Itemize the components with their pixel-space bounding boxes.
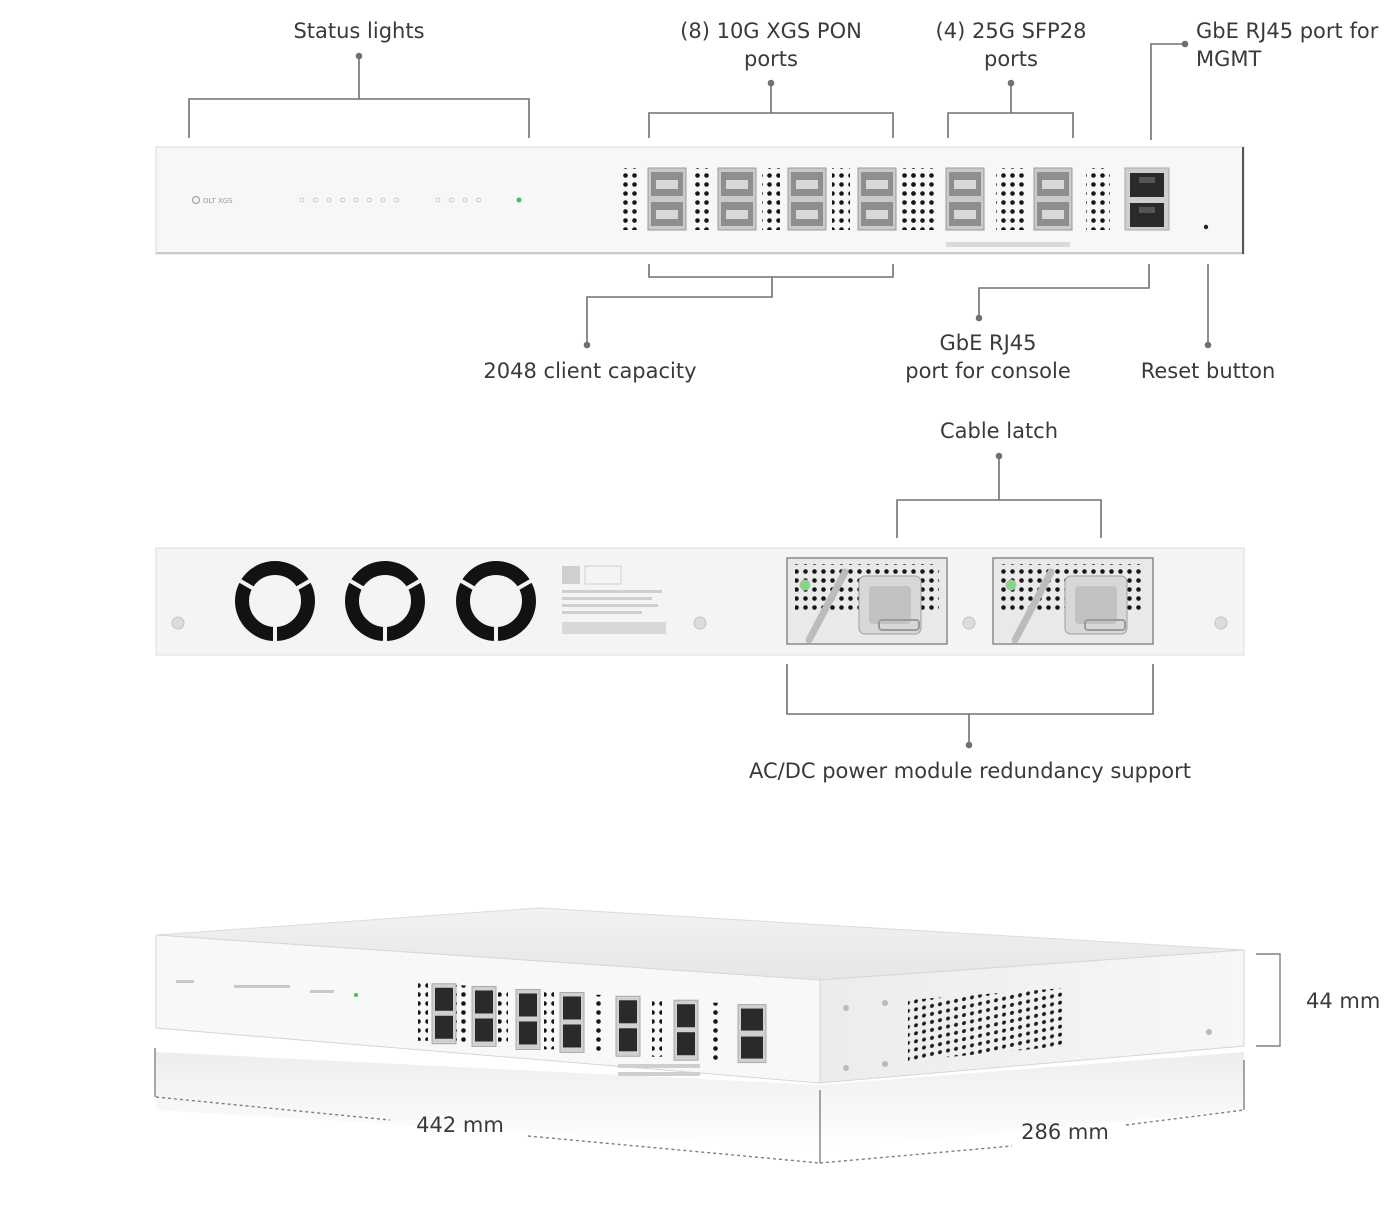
depth-dimension-label: 286 mm — [1005, 1118, 1125, 1146]
sfp28-ports-label-line1: (4) 25G SFP28 — [901, 17, 1121, 45]
sfp-cage-icon — [616, 996, 640, 1056]
sfp-cage-icon — [674, 1000, 698, 1060]
sfp-cage-icon — [516, 989, 540, 1049]
reset-button-icon — [1204, 225, 1208, 229]
sfp-cage-icon — [560, 992, 584, 1052]
vent-grille — [996, 168, 1024, 230]
console-port-label-line1: GbE RJ45 — [878, 329, 1098, 357]
console-port-icon — [1130, 203, 1164, 227]
sfp-cage-icon — [472, 986, 496, 1046]
sfp-cage-icon — [946, 168, 984, 230]
vent-grille — [456, 985, 466, 1043]
rj45-ports — [1125, 168, 1169, 230]
vent-grille — [418, 983, 428, 1041]
console-port-label: GbE RJ45 port for console — [878, 329, 1098, 385]
status-lights-label: Status lights — [259, 17, 459, 45]
reset-button-label: Reset button — [1118, 357, 1298, 385]
sfp-label-bar — [946, 242, 1070, 247]
client-capacity-label: 2048 client capacity — [460, 357, 720, 385]
sfp28-ports-label: (4) 25G SFP28 ports — [901, 17, 1121, 73]
vent-grille — [832, 168, 850, 230]
vent-grille — [1086, 168, 1110, 230]
vent-grille — [762, 168, 780, 230]
pon-ports-label: (8) 10G XGS PON ports — [641, 17, 901, 73]
rear-panel — [156, 548, 1244, 655]
system-led-icon — [517, 198, 522, 203]
screw-icon — [172, 617, 184, 629]
psu-led-icon — [1006, 580, 1016, 590]
vent-grille — [652, 999, 662, 1057]
sfp-cage-icon — [718, 168, 756, 230]
psu-led-icon — [800, 580, 810, 590]
sfp-cage-icon — [648, 168, 686, 230]
power-module-icon — [787, 558, 947, 644]
power-redundancy-label: AC/DC power module redundancy support — [740, 757, 1200, 785]
mgmt-port-label-line2: MGMT — [1196, 45, 1396, 73]
mgmt-port-label: GbE RJ45 port for MGMT — [1196, 17, 1396, 73]
sfp-cage-icon — [788, 168, 826, 230]
vent-grille — [906, 168, 934, 230]
mgmt-port-label-line1: GbE RJ45 port for — [1196, 17, 1396, 45]
pon-ports-label-line1: (8) 10G XGS PON — [641, 17, 901, 45]
sfp-cage-icon — [858, 168, 896, 230]
sfp28-ports-label-line2: ports — [901, 45, 1121, 73]
vent-grille — [622, 168, 640, 230]
width-dimension-label: 442 mm — [400, 1111, 520, 1139]
front-panel: OLT XGS — [156, 147, 1244, 254]
vent-grille — [544, 991, 554, 1049]
screw-icon — [1215, 617, 1227, 629]
pon-ports-label-line2: ports — [641, 45, 901, 73]
sfp-cage-icon — [1034, 168, 1072, 230]
vent-grille — [594, 995, 604, 1053]
screw-icon — [694, 617, 706, 629]
screw-icon — [963, 617, 975, 629]
svg-text:OLT XGS: OLT XGS — [203, 197, 233, 205]
vent-grille — [498, 988, 508, 1046]
cable-latch-label: Cable latch — [899, 417, 1099, 445]
console-port-label-line2: port for console — [878, 357, 1098, 385]
height-dimension-label: 44 mm — [1306, 987, 1396, 1015]
mgmt-port-icon — [1130, 173, 1164, 197]
vent-grille — [710, 1003, 720, 1061]
rj45-ports — [738, 1005, 766, 1063]
power-module-icon — [993, 558, 1153, 644]
sfp-cage-icon — [432, 984, 456, 1044]
vent-grille — [692, 168, 710, 230]
